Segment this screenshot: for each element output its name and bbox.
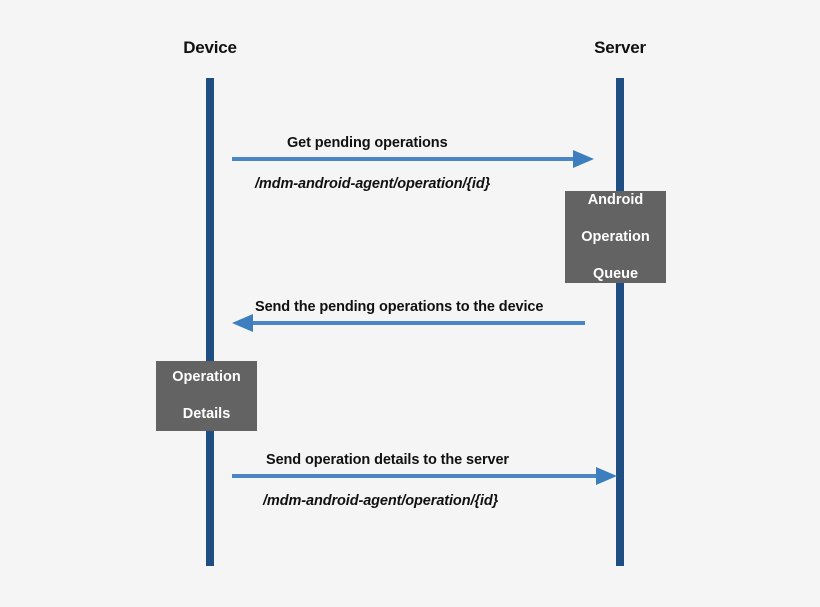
arrowhead-left-icon <box>232 314 253 332</box>
note-line-1: Operation <box>172 369 241 386</box>
note-line-2: Operation <box>581 228 650 245</box>
arrowhead-right-icon <box>596 467 617 485</box>
message-title-send-pending-operations: Send the pending operations to the devic… <box>255 299 544 315</box>
message-line <box>250 321 585 325</box>
note-line-2: Details <box>182 406 231 423</box>
lifeline-device <box>206 78 214 566</box>
arrowhead-right-icon <box>573 150 594 168</box>
note-operation-details: Operation Details <box>156 361 257 431</box>
participant-label-device: Device <box>183 38 237 57</box>
message-line <box>232 474 603 478</box>
participant-label-server: Server <box>594 38 646 57</box>
message-title-get-pending-operations: Get pending operations <box>287 135 448 151</box>
note-android-operation-queue: Android Operation Queue <box>565 191 666 283</box>
note-line-1: Android <box>587 191 644 208</box>
message-title-send-operation-details: Send operation details to the server <box>266 452 509 468</box>
note-line-3: Queue <box>592 265 639 282</box>
message-line <box>232 157 580 161</box>
lifeline-server <box>616 78 624 566</box>
message-path-get-pending-operations: /mdm-android-agent/operation/{id} <box>255 176 491 192</box>
message-path-send-operation-details: /mdm-android-agent/operation/{id} <box>263 493 499 509</box>
